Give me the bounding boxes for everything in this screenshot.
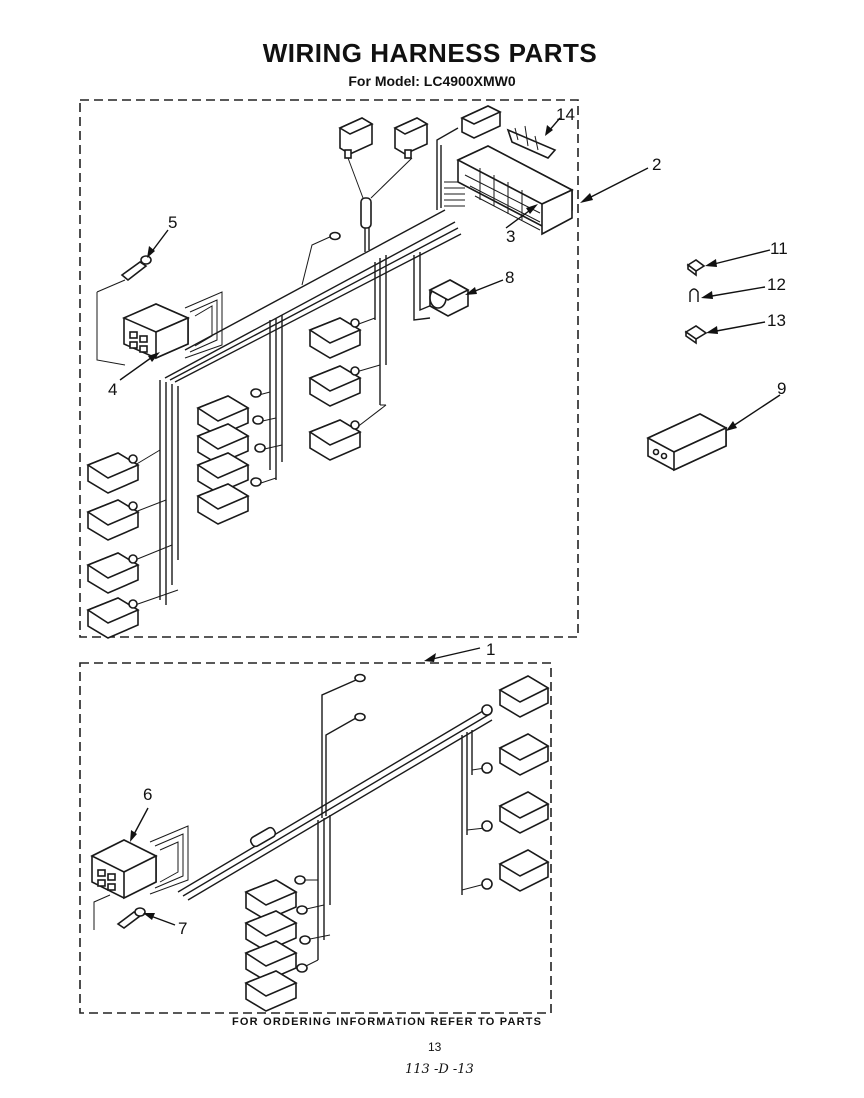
connector-block-part-4 — [122, 303, 190, 360]
connector-lower-middle-3 — [244, 935, 311, 982]
connector-block-part-6 — [90, 839, 158, 900]
document-code: 113 -D -13 — [405, 1062, 474, 1077]
connector-lower-right-2 — [481, 733, 550, 776]
part-12 — [689, 288, 699, 302]
callout-11: 11 — [770, 239, 788, 258]
connector-upper-right-3 — [308, 419, 362, 461]
upper-harness-wires — [96, 127, 465, 606]
loose-parts — [646, 259, 728, 472]
connector-upper-middle-1 — [196, 388, 262, 437]
connector-upper-left-4 — [86, 597, 140, 639]
lower-harness-wires — [93, 673, 493, 969]
part-11 — [686, 259, 706, 277]
callout-4: 4 — [108, 380, 117, 399]
connector-lower-middle-4 — [244, 963, 308, 1012]
callout-8: 8 — [505, 268, 514, 287]
lower-harness-connectors — [90, 675, 550, 1012]
terminal-block-part-2 — [456, 145, 574, 236]
upper-harness-connectors — [86, 105, 574, 639]
callout-2: 2 — [652, 155, 661, 174]
page-title: WIRING HARNESS PARTS — [262, 38, 598, 68]
connector-upper-middle-3 — [196, 443, 266, 494]
lower-harness-frame — [79, 662, 552, 1014]
callout-6: 6 — [143, 785, 152, 804]
page-number: 13 — [428, 1040, 442, 1054]
connector-upper-middle-2 — [196, 415, 264, 465]
ordering-note: FOR ORDERING INFORMATION REFER TO PARTS — [232, 1016, 543, 1028]
connector-top-left — [338, 117, 374, 159]
connector-upper-right-2 — [308, 365, 362, 407]
connector-lower-right-4 — [481, 849, 550, 892]
connector-lower-right-3 — [481, 791, 550, 834]
clip-part-14 — [506, 125, 557, 159]
part-9-connector — [646, 413, 728, 472]
model-line: For Model: LC4900XMW0 — [348, 73, 516, 89]
leader-lines — [119, 117, 781, 926]
callout-13: 13 — [767, 311, 786, 330]
callout-12: 12 — [767, 275, 786, 294]
callout-1: 1 — [486, 640, 495, 659]
terminal-part-5 — [120, 255, 152, 282]
connector-lower-middle-1 — [244, 875, 306, 921]
connector-top-right — [460, 105, 502, 139]
terminal-part-7 — [116, 907, 146, 929]
callout-5: 5 — [168, 213, 177, 232]
connector-upper-middle-4 — [196, 477, 262, 525]
connector-part-8 — [428, 279, 470, 317]
connector-upper-left-1 — [86, 452, 140, 494]
callout-7: 7 — [178, 919, 187, 938]
connector-upper-right-1 — [308, 317, 362, 359]
connector-lower-right-1 — [481, 675, 550, 718]
connector-top-middle — [393, 117, 429, 159]
callout-labels: 1 2 3 4 5 6 7 8 9 11 12 13 14 — [108, 105, 788, 938]
callout-14: 14 — [556, 105, 575, 124]
callout-9: 9 — [777, 379, 786, 398]
callout-3: 3 — [506, 227, 515, 246]
connector-upper-left-2 — [86, 499, 140, 541]
part-13 — [684, 325, 708, 345]
connector-upper-left-3 — [86, 552, 140, 594]
connector-lower-middle-2 — [244, 905, 308, 952]
